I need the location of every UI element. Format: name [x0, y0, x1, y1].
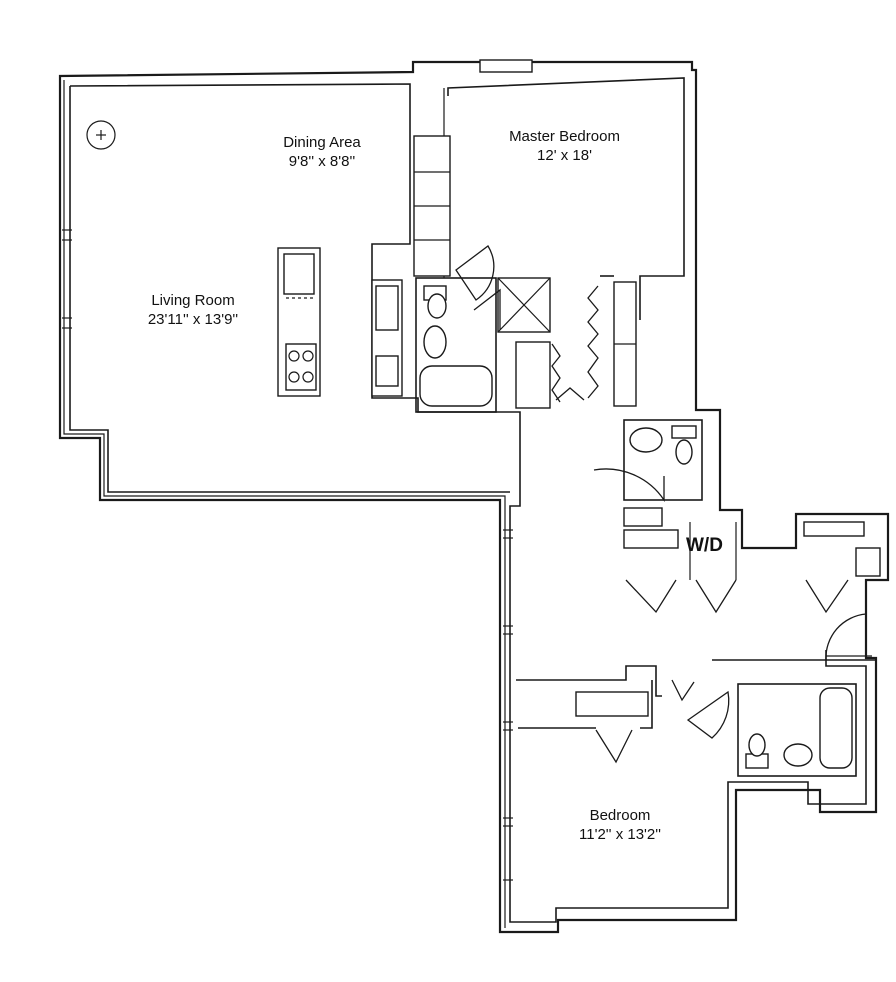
- bedroom-bath: [686, 683, 857, 777]
- stove-icon: [285, 343, 317, 391]
- kitchen-island: [277, 247, 321, 397]
- laundry-area: [623, 507, 881, 661]
- sink-icon: [783, 743, 813, 767]
- sink-icon: [423, 325, 447, 359]
- dining-area-size: 9'8'' x 8'8'': [288, 153, 356, 170]
- master-bedroom-label: Master Bedroom 12' x 18': [492, 127, 637, 165]
- exterior-walls: [58, 59, 890, 934]
- sink-icon: [375, 285, 399, 331]
- door-swing-icon: [671, 679, 695, 702]
- toilet-icon: [423, 285, 447, 319]
- living-room-name: Living Room: [151, 292, 235, 309]
- washer-dryer-label: W/D: [686, 535, 723, 556]
- sink-icon: [629, 427, 663, 453]
- ceiling-fixture-icon: [86, 120, 116, 150]
- sink-icon: [283, 253, 315, 295]
- bedroom-walls: [516, 659, 876, 764]
- door-swing-icon: [825, 613, 867, 661]
- living-room-label: Living Room 23'11'' x 13'9'': [128, 291, 258, 329]
- door-swing-icon: [551, 343, 561, 403]
- door-swing-icon: [686, 690, 730, 739]
- powder-room: [593, 419, 703, 503]
- toilet-icon: [671, 425, 697, 465]
- dining-area-label: Dining Area 9'8'' x 8'8'': [262, 133, 382, 171]
- door-swing-icon: [625, 579, 677, 614]
- toilet-icon: [745, 733, 769, 769]
- door-swing-icon: [695, 579, 737, 614]
- bathtub-icon: [819, 687, 853, 769]
- master-bath: [415, 245, 551, 413]
- bedroom-name: Bedroom: [589, 807, 651, 824]
- living-room-size: 23'11'' x 13'9'': [147, 311, 239, 328]
- door-swing-icon: [455, 245, 495, 301]
- door-swing-icon: [473, 288, 501, 330]
- bedroom-size: 11'2'' x 13'2'': [579, 826, 661, 843]
- dining-area-name: Dining Area: [283, 134, 361, 151]
- master-bedroom-name: Master Bedroom: [509, 128, 620, 145]
- kitchen-counter: [371, 279, 403, 397]
- door-swing-icon: [805, 579, 849, 614]
- bathtub-icon: [419, 365, 493, 407]
- door-swing-icon: [593, 468, 665, 503]
- master-bedroom-walls: [443, 77, 685, 320]
- bedroom-label: Bedroom 11'2'' x 13'2'': [560, 806, 680, 844]
- door-swing-icon: [555, 387, 585, 401]
- master-closets: [515, 281, 637, 409]
- door-swing-icon: [587, 285, 599, 399]
- door-swing-icon: [595, 729, 633, 764]
- shower-icon: [497, 277, 551, 333]
- dining-storage: [413, 135, 451, 277]
- master-bedroom-size: 12' x 18': [537, 147, 592, 164]
